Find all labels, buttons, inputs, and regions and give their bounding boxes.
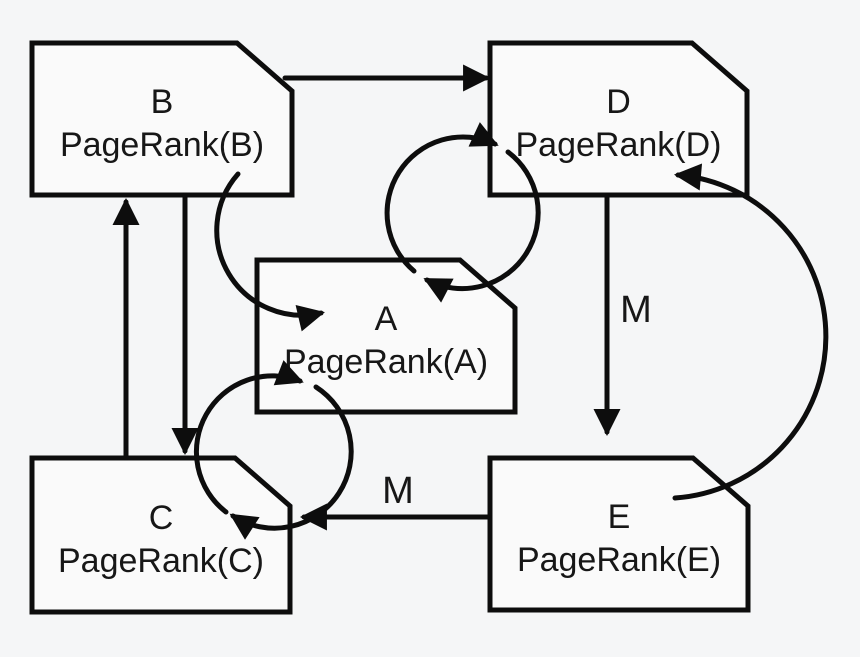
node-B: B PageRank(B) xyxy=(29,40,295,198)
node-E-subtitle: PageRank(E) xyxy=(517,541,721,579)
node-B-title: B xyxy=(151,83,174,121)
node-A: A PageRank(A) xyxy=(254,257,518,415)
node-C-subtitle: PageRank(C) xyxy=(58,542,264,580)
edge-A-to-D-arrow xyxy=(384,122,499,274)
edge-B-to-A-arrow xyxy=(214,171,325,332)
edge-E-to-D-arrow xyxy=(672,163,829,501)
node-A-subtitle: PageRank(A) xyxy=(284,343,488,381)
node-C-shape xyxy=(29,455,293,615)
edge-D-to-E-label: M xyxy=(620,289,652,331)
node-D-title: D xyxy=(606,83,631,121)
edge-E-to-C-label: M xyxy=(382,470,414,512)
node-E-title: E xyxy=(608,498,631,536)
node-E: E PageRank(E) xyxy=(487,455,751,613)
edge-C-to-A-arrow xyxy=(193,360,304,515)
node-B-subtitle: PageRank(B) xyxy=(60,126,264,164)
edge-D-to-A-arrow xyxy=(423,149,541,303)
node-D-subtitle: PageRank(D) xyxy=(516,126,722,164)
node-C-title: C xyxy=(149,499,174,537)
edge-A-to-C-arrow xyxy=(229,384,354,540)
node-D-shape xyxy=(487,40,750,198)
node-C: C PageRank(C) xyxy=(29,455,293,615)
node-D: D PageRank(D) xyxy=(487,40,750,198)
node-B-shape xyxy=(29,40,295,198)
node-A-title: A xyxy=(375,300,398,338)
